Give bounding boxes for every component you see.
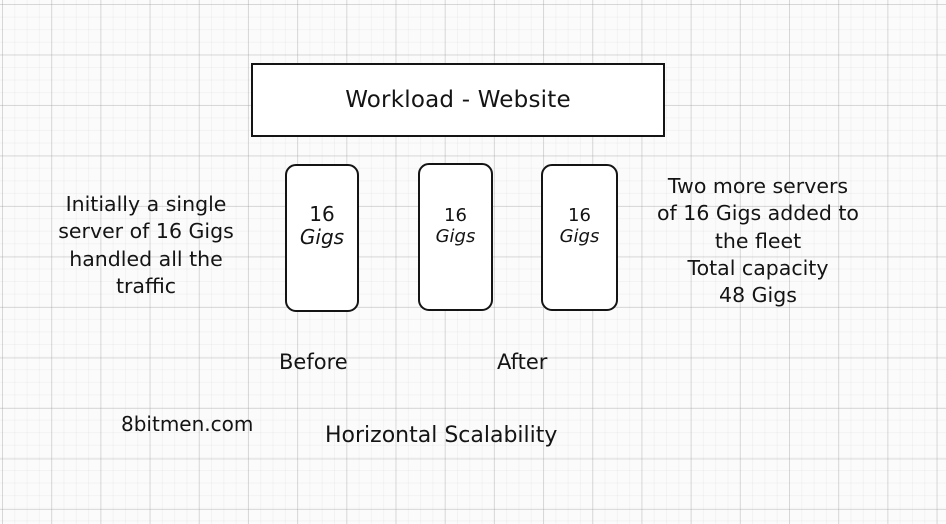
annotation-after: Two more servers of 16 Gigs added to the… <box>657 174 859 307</box>
server-3-amount: 16 <box>568 205 591 226</box>
server-3-unit: Gigs <box>559 225 600 247</box>
server-box-2: 16 Gigs <box>418 163 493 311</box>
annotation-before: Initially a single server of 16 Gigs han… <box>58 192 234 298</box>
server-1-unit: Gigs <box>299 225 345 249</box>
server-1-amount: 16 <box>309 202 335 226</box>
figure-title: Horizontal Scalability <box>325 423 558 448</box>
caption-after: After <box>497 350 548 374</box>
server-box-1: 16 Gigs <box>285 164 359 312</box>
watermark: 8bitmen.com <box>121 412 254 436</box>
workload-box: Workload - Website <box>251 63 665 137</box>
server-2-amount: 16 <box>444 205 467 226</box>
server-2-unit: Gigs <box>435 225 476 247</box>
workload-label: Workload - Website <box>345 87 571 113</box>
caption-before: Before <box>279 350 348 374</box>
server-box-3: 16 Gigs <box>541 164 618 311</box>
